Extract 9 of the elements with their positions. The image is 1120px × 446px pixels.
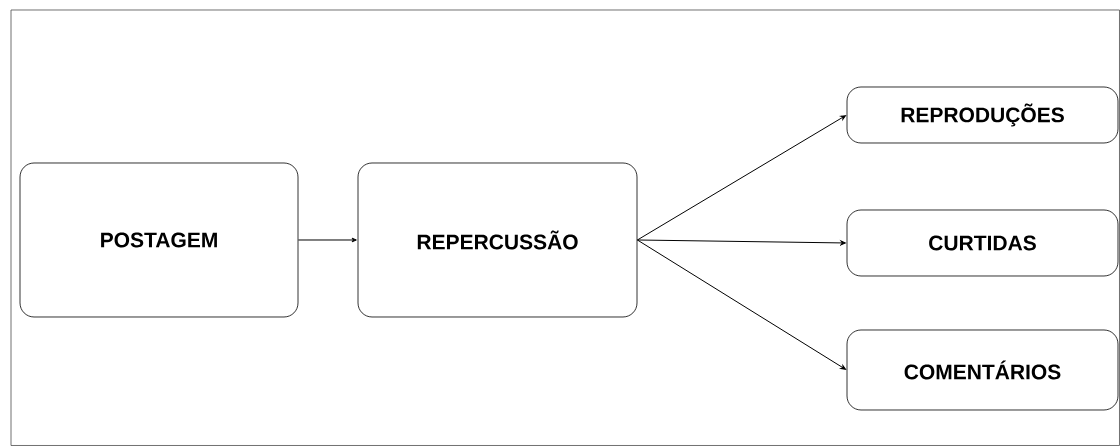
process-box: COMENTÁRIOS xyxy=(846,329,1119,411)
arrow xyxy=(636,239,846,370)
arrow xyxy=(636,239,846,246)
process-box: REPERCUSSÃO xyxy=(357,162,638,318)
process-box: REPRODUÇÕES xyxy=(846,86,1119,144)
arrow xyxy=(297,237,357,243)
process-box: CURTIDAS xyxy=(846,209,1119,277)
arrow xyxy=(636,115,846,241)
process-box: POSTAGEM xyxy=(19,162,299,318)
